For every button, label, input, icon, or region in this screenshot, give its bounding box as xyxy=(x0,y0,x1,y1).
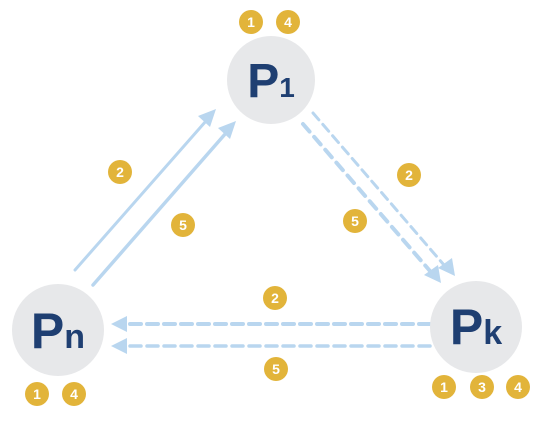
node-pk-circle xyxy=(430,281,522,373)
edge-pk-to-pn-arrow-upper xyxy=(111,316,127,332)
edge-pk-to-pn xyxy=(111,316,432,354)
edge-p1-to-pk-label: 2 xyxy=(405,167,413,183)
node-pk: Pk xyxy=(430,281,522,373)
edge-pn-to-p1-arrow-upper xyxy=(198,109,216,127)
edge-label: 2 xyxy=(397,163,421,187)
node-pn-badge: 1 xyxy=(25,382,49,406)
node-pn-badge-label: 4 xyxy=(70,386,78,402)
edge-label: 2 xyxy=(263,286,287,310)
node-pk-badge-label: 3 xyxy=(478,379,486,395)
edge-p1-to-pk-line-lower xyxy=(301,122,432,273)
node-p1-badge: 1 xyxy=(239,10,263,34)
edge-pn-to-p1-arrow-lower xyxy=(218,121,236,139)
edge-label: 5 xyxy=(343,209,367,233)
edge-pn-to-p1 xyxy=(73,109,236,287)
node-pn-badge-label: 1 xyxy=(33,386,41,402)
node-pn-label: Pn xyxy=(31,303,85,359)
edge-p1-to-pk-label: 5 xyxy=(351,213,359,229)
node-p1-badge-label: 1 xyxy=(247,14,255,30)
edge-pk-to-pn-label: 2 xyxy=(271,290,279,306)
node-p1-label: P1 xyxy=(247,55,295,108)
edge-p1-to-pk-arrow-lower xyxy=(424,265,441,283)
edge-label: 2 xyxy=(108,160,132,184)
edge-p1-to-pk-arrow-upper xyxy=(438,258,455,276)
edge-pk-to-pn-arrow-lower xyxy=(111,338,127,354)
node-pn-label-main: P xyxy=(31,303,64,359)
node-pn-badge: 4 xyxy=(62,382,86,406)
node-pk-badge: 3 xyxy=(470,375,494,399)
node-pk-label: Pk xyxy=(450,299,502,355)
edge-pk-to-pn-label: 5 xyxy=(272,361,280,377)
edge-label: 5 xyxy=(264,357,288,381)
node-p1-badge: 4 xyxy=(276,10,300,34)
node-pk-badge-label: 4 xyxy=(514,379,522,395)
node-p1-badge-label: 4 xyxy=(284,14,292,30)
node-p1: P1 xyxy=(227,36,315,124)
edge-pn-to-p1-label: 2 xyxy=(116,164,124,180)
edge-pn-to-p1-line-lower xyxy=(91,131,228,287)
node-pk-badge-label: 1 xyxy=(440,379,448,395)
edge-p1-to-pk-line-upper xyxy=(311,111,446,267)
node-p1-circle xyxy=(227,36,315,124)
edge-p1-to-pk xyxy=(301,111,455,283)
node-p1-label-main: P xyxy=(247,55,279,108)
node-p1-label-sub: 1 xyxy=(279,72,295,103)
node-pk-badge: 4 xyxy=(506,375,530,399)
node-pn: Pn xyxy=(12,284,104,376)
edge-pn-to-p1-label: 5 xyxy=(179,217,187,233)
node-pk-label-sub: k xyxy=(483,314,502,352)
node-pk-badge: 1 xyxy=(432,375,456,399)
edge-label: 5 xyxy=(171,213,195,237)
node-pk-label-main: P xyxy=(450,299,483,355)
node-pn-label-sub: n xyxy=(64,318,85,356)
edge-pn-to-p1-line-upper xyxy=(73,119,208,272)
node-pn-circle xyxy=(12,284,104,376)
